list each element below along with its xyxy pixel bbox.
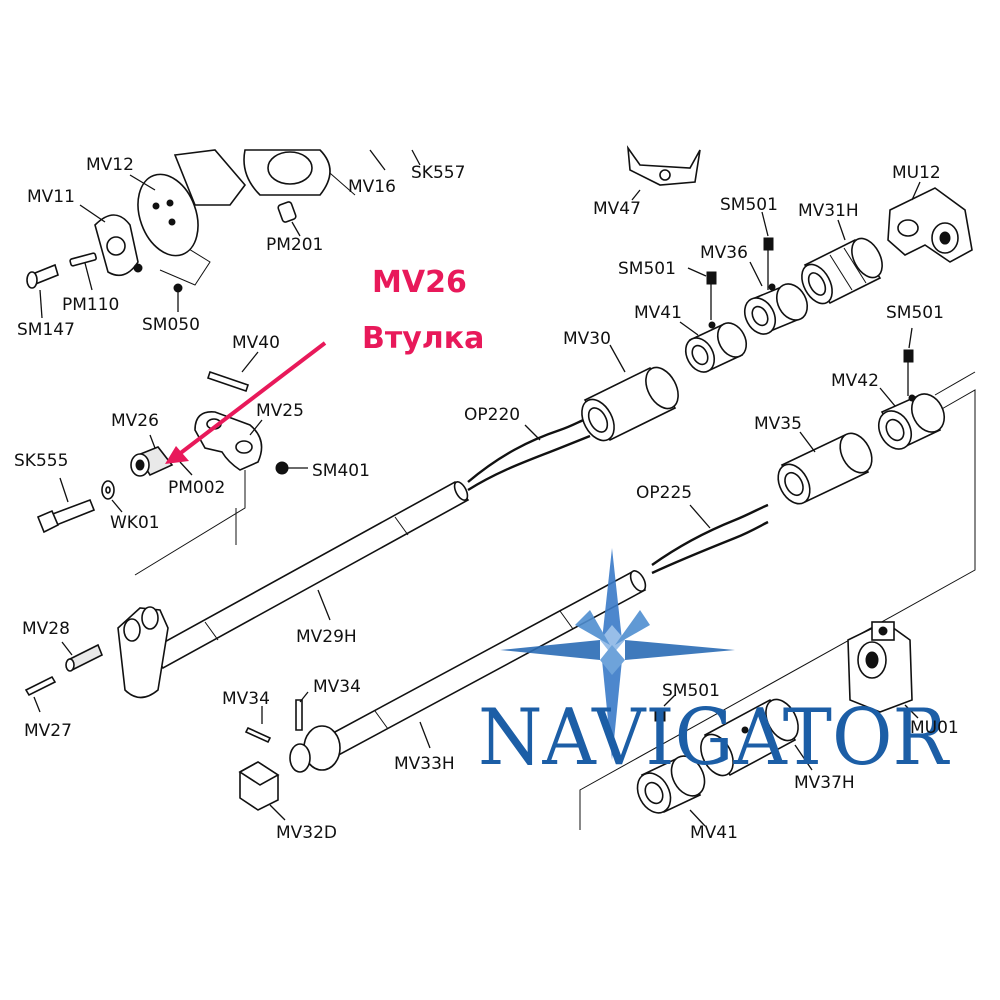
highlight-part-number: MV26 [372, 265, 467, 300]
navigator-watermark: NAVIGATOR [478, 693, 950, 783]
label-wk01: WK01 [110, 513, 160, 533]
label-mv41-top: MV41 [634, 303, 682, 323]
mv37h-sleeve [700, 698, 813, 777]
label-op220: OP220 [464, 405, 520, 425]
label-mv41-bottom: MV41 [690, 823, 738, 843]
pm110-pin [69, 252, 97, 291]
mv42-collar [877, 327, 946, 450]
mv32d-block [238, 761, 286, 821]
label-mv12: MV12 [86, 155, 134, 175]
mv30-sleeve [581, 344, 679, 442]
highlight-part-name: Втулка [362, 321, 484, 356]
label-mv28: MV28 [22, 619, 70, 639]
label-mu01: MU01 [910, 718, 959, 738]
mv41-collar-top [679, 321, 748, 373]
label-op225: OP225 [636, 483, 692, 503]
mu01-bracket [847, 621, 919, 719]
sm501-screw-bottom [654, 694, 676, 760]
op225-belt [651, 503, 769, 575]
mu12-bracket [887, 181, 973, 263]
label-mv30: MV30 [563, 329, 611, 349]
mv31h-sleeve [801, 219, 883, 305]
mv12-disc [129, 173, 199, 257]
compass-star-icon [500, 548, 735, 760]
mv28-pin [61, 641, 104, 672]
label-pm002: PM002 [168, 478, 225, 498]
pm002-pin [179, 461, 193, 476]
label-mv47: MV47 [593, 199, 641, 219]
label-sm501-d: SM501 [662, 681, 720, 701]
label-mv42: MV42 [831, 371, 879, 391]
wk01-washer [101, 480, 123, 513]
label-sm147: SM147 [17, 320, 75, 340]
label-mv34-a: MV34 [222, 689, 270, 709]
mv25-lever [194, 411, 263, 471]
mv34-pins [244, 691, 309, 744]
mv27-pin [24, 675, 57, 713]
label-mv34-b: MV34 [313, 677, 361, 697]
label-mv35: MV35 [754, 414, 802, 434]
mv40-key [206, 351, 259, 393]
label-mv29h: MV29H [296, 627, 357, 647]
sm050-screw [173, 283, 183, 312]
mv36-collar [743, 261, 809, 335]
label-sk557: SK557 [411, 163, 465, 183]
label-sm401: SM401 [312, 461, 370, 481]
label-sm501-b: SM501 [720, 195, 778, 215]
mv26-bushing [130, 434, 174, 477]
mv16-housing [173, 149, 421, 206]
mv29h-shaft [117, 480, 470, 699]
sm401-screw [275, 461, 308, 475]
label-mv26: MV26 [111, 411, 159, 431]
label-mv37h: MV37H [794, 773, 855, 793]
label-mv11: MV11 [27, 187, 75, 207]
label-mv33h: MV33H [394, 754, 455, 774]
pm201-pin [277, 201, 301, 237]
label-pm201: PM201 [266, 235, 323, 255]
op220-belt [467, 416, 591, 492]
mv11-plate [79, 204, 143, 277]
label-sm501-a: SM501 [618, 259, 676, 279]
mv41-collar-bottom [636, 755, 706, 827]
part-labels: MV12 MV11 SM147 PM110 SM050 MV16 SK557 P… [14, 155, 959, 843]
mv33h-shaft [289, 570, 647, 773]
label-mv25: MV25 [256, 401, 304, 421]
label-sk555: SK555 [14, 451, 68, 471]
highlight-arrow [165, 341, 327, 464]
label-mu12: MU12 [892, 163, 941, 183]
mv47-bracket [626, 145, 701, 201]
label-mv27: MV27 [24, 721, 72, 741]
label-pm110: PM110 [62, 295, 119, 315]
mv35-sleeve [777, 431, 873, 505]
label-mv36: MV36 [700, 243, 748, 263]
label-sm050: SM050 [142, 315, 200, 335]
label-mv31h: MV31H [798, 201, 859, 221]
sm501-screws-top [687, 211, 774, 320]
label-mv32d: MV32D [276, 823, 337, 843]
sm147-screw [26, 263, 59, 319]
sk555-bolt [36, 477, 96, 534]
label-mv16: MV16 [348, 177, 396, 197]
label-mv40: MV40 [232, 333, 280, 353]
label-sm501-c: SM501 [886, 303, 944, 323]
